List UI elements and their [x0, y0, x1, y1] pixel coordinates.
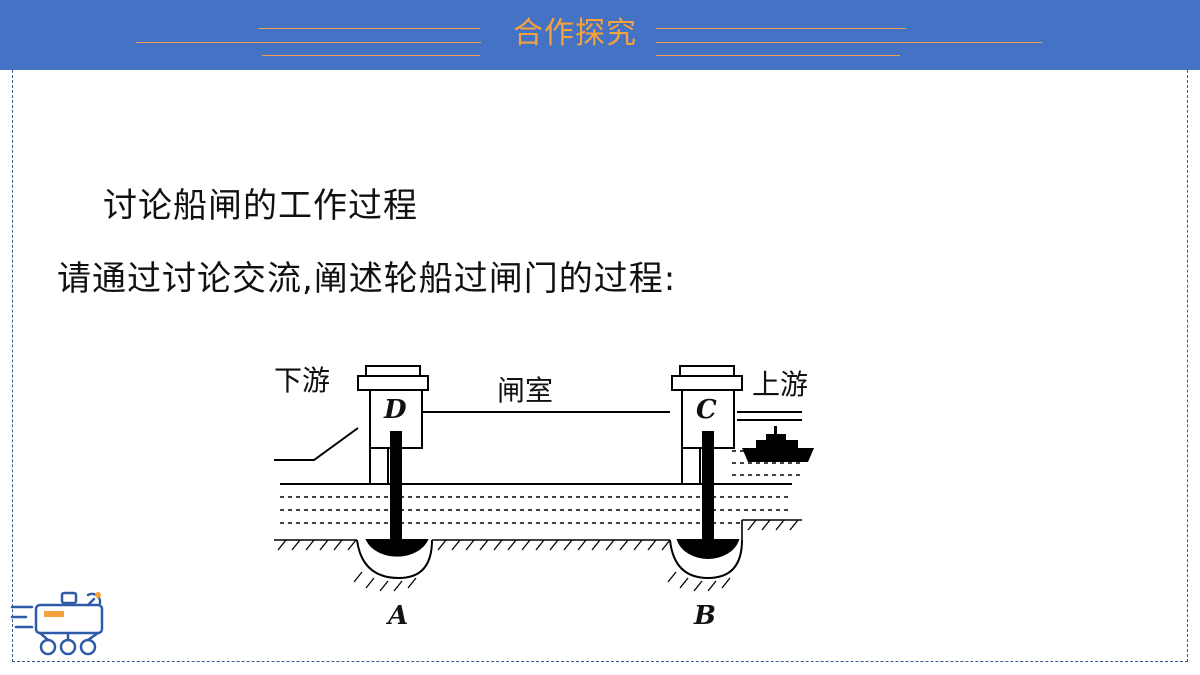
- valve-pit-b: [667, 539, 743, 592]
- label-valve-b: B: [693, 601, 716, 631]
- label-valve-a: A: [385, 601, 408, 631]
- label-gate-d: D: [383, 395, 407, 425]
- header-line: [656, 28, 906, 29]
- ground-hatching: [274, 519, 802, 551]
- rover-robot-icon: [10, 591, 104, 656]
- label-downstream: 下游: [274, 364, 330, 397]
- discussion-question: 请通过讨论交流,阐述轮船过闸门的过程:: [57, 259, 677, 299]
- header-title: 合作探究: [513, 16, 637, 51]
- label-upstream: 上游: [752, 368, 808, 401]
- content-frame: [12, 70, 1188, 662]
- water-lines: [280, 450, 802, 524]
- header-line: [258, 28, 480, 29]
- upstream-wall: [737, 411, 802, 421]
- header-line: [656, 55, 900, 56]
- header-line: [656, 42, 1042, 43]
- section-heading: 讨论船闸的工作过程: [103, 186, 418, 226]
- label-gate-c: C: [696, 395, 717, 425]
- header-bar: 合作探究: [0, 0, 1200, 70]
- header-line: [136, 42, 481, 43]
- valve-pit-a: [353, 539, 433, 592]
- downstream-bank: [274, 427, 359, 461]
- gate-c: [671, 365, 743, 541]
- gate-d: [357, 365, 429, 541]
- label-chamber: 闸室: [497, 374, 553, 407]
- header-line: [262, 55, 480, 56]
- ship-lock-diagram: 下游 闸室 上游 D C A B: [274, 364, 814, 631]
- ship-icon: [742, 426, 814, 462]
